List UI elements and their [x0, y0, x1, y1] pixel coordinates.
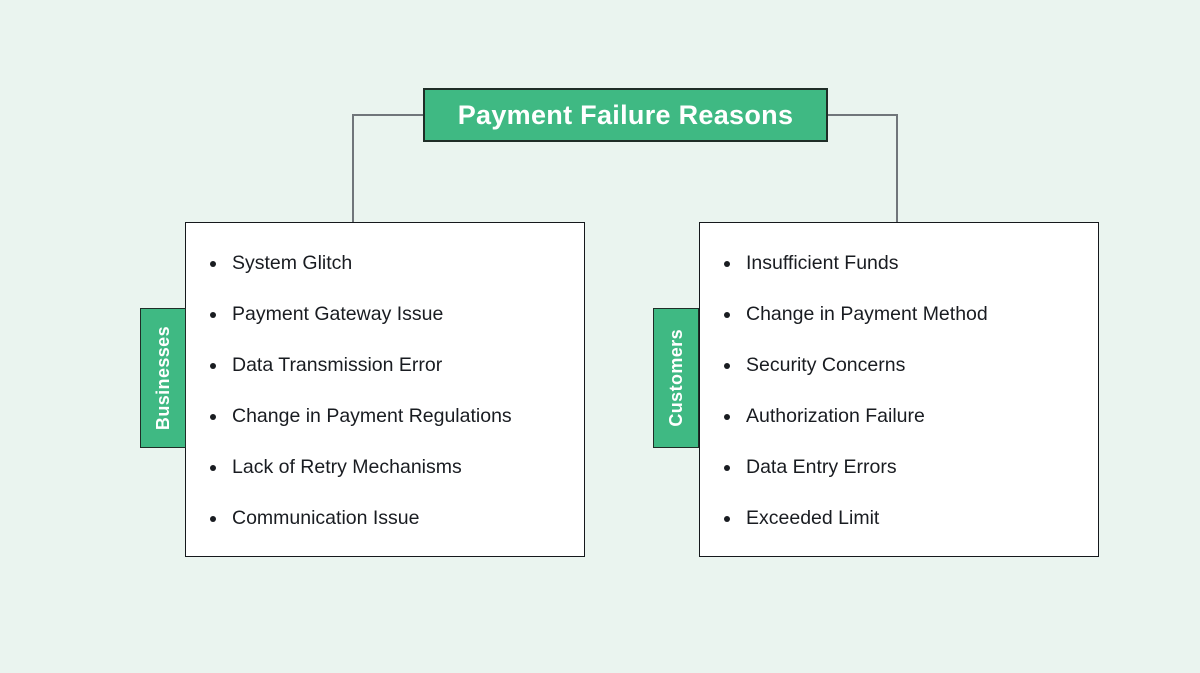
connector-left-vertical: [352, 114, 354, 223]
customers-label-text: Customers: [665, 329, 686, 427]
bullet-icon: [210, 311, 216, 318]
connector-right-vertical: [896, 114, 898, 223]
list-item-label: Insufficient Funds: [746, 252, 899, 274]
list-item-label: Lack of Retry Mechanisms: [232, 456, 462, 478]
bullet-icon: [724, 311, 730, 318]
list-item-label: Payment Gateway Issue: [232, 303, 444, 325]
connector-left-horizontal: [352, 114, 424, 116]
list-item: Communication Issue: [210, 493, 584, 544]
list-item: System Glitch: [210, 238, 584, 289]
list-item: Insufficient Funds: [724, 238, 1098, 289]
list-item-label: Change in Payment Regulations: [232, 405, 512, 427]
list-item: Security Concerns: [724, 340, 1098, 391]
list-item-label: Authorization Failure: [746, 405, 925, 427]
list-item-label: Exceeded Limit: [746, 507, 880, 529]
diagram-title-node: Payment Failure Reasons: [423, 88, 828, 142]
list-item-label: Communication Issue: [232, 507, 420, 529]
bullet-icon: [210, 515, 216, 522]
list-item: Data Transmission Error: [210, 340, 584, 391]
bullet-icon: [210, 260, 216, 267]
bullet-icon: [210, 413, 216, 420]
bullet-icon: [724, 362, 730, 369]
customers-label: Customers: [653, 308, 699, 448]
businesses-label: Businesses: [140, 308, 186, 448]
list-item: Data Entry Errors: [724, 442, 1098, 493]
list-item-label: System Glitch: [232, 252, 353, 274]
list-item-label: Change in Payment Method: [746, 303, 988, 325]
list-item: Lack of Retry Mechanisms: [210, 442, 584, 493]
bullet-icon: [210, 362, 216, 369]
list-item-label: Data Entry Errors: [746, 456, 897, 478]
bullet-icon: [724, 464, 730, 471]
bullet-icon: [724, 515, 730, 522]
businesses-label-text: Businesses: [152, 325, 173, 431]
list-item: Authorization Failure: [724, 391, 1098, 442]
bullet-icon: [724, 413, 730, 420]
bullet-icon: [724, 260, 730, 267]
list-item: Payment Gateway Issue: [210, 289, 584, 340]
diagram-title: Payment Failure Reasons: [457, 99, 794, 130]
list-item: Exceeded Limit: [724, 493, 1098, 544]
bullet-icon: [210, 464, 216, 471]
list-item: Change in Payment Method: [724, 289, 1098, 340]
list-item-label: Security Concerns: [746, 354, 906, 376]
connector-right-horizontal: [827, 114, 898, 116]
list-item-label: Data Transmission Error: [232, 354, 443, 376]
list-item: Change in Payment Regulations: [210, 391, 584, 442]
